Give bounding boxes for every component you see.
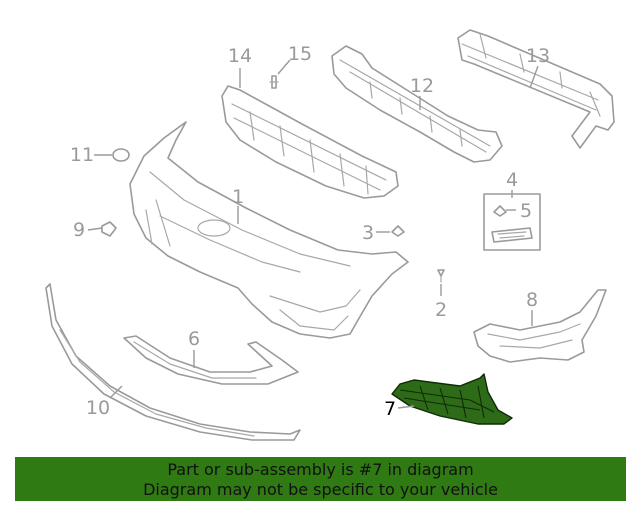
- callout-13: 13: [526, 45, 550, 67]
- part-7-lower-grille-highlighted[interactable]: [391, 373, 513, 425]
- part-6-garnish[interactable]: [123, 335, 299, 385]
- part-3-clip[interactable]: [391, 225, 405, 237]
- info-banner: Part or sub-assembly is #7 in diagram Di…: [15, 457, 626, 501]
- part-4-kit-box[interactable]: [483, 193, 541, 251]
- banner-line-1: Part or sub-assembly is #7 in diagram: [167, 460, 474, 479]
- leader-13: [529, 65, 539, 89]
- callout-15: 15: [288, 43, 312, 65]
- part-14-radiator-grille[interactable]: [221, 85, 399, 199]
- callout-9: 9: [73, 219, 85, 241]
- part-9-sensor[interactable]: [101, 221, 117, 237]
- part-2-screw[interactable]: [437, 269, 445, 283]
- part-15-clip[interactable]: [269, 75, 279, 89]
- banner-line-2: Diagram may not be specific to your vehi…: [143, 480, 498, 499]
- callout-3: 3: [362, 222, 374, 244]
- callout-11: 11: [70, 144, 94, 166]
- leader-7: [397, 405, 415, 409]
- part-8-side-cover[interactable]: [473, 289, 607, 363]
- callout-1: 1: [232, 186, 244, 208]
- part-10-lower-lip[interactable]: [45, 283, 301, 441]
- callout-labels: 1 2 3 4 5 6 7 8 9 10 11 12 13 14 15: [70, 43, 550, 420]
- leader-15: [277, 59, 291, 75]
- parts-diagram: 1 2 3 4 5 6 7 8 9 10 11 12 13 14 15: [45, 29, 615, 441]
- part-12-energy-absorber[interactable]: [331, 45, 503, 163]
- callout-14: 14: [228, 45, 252, 67]
- callout-10: 10: [86, 397, 110, 419]
- callout-4: 4: [506, 169, 518, 191]
- part-11-cap[interactable]: [112, 148, 130, 162]
- callout-5: 5: [520, 200, 532, 222]
- callout-8: 8: [526, 289, 538, 311]
- part-1-bumper-cover[interactable]: [129, 121, 409, 339]
- callout-12: 12: [410, 75, 434, 97]
- callout-7: 7: [384, 398, 396, 420]
- leader-lines: [87, 59, 539, 409]
- part-5-clip[interactable]: [493, 205, 507, 217]
- callout-2: 2: [435, 299, 447, 321]
- leader-9: [87, 227, 103, 231]
- leader-10: [109, 385, 123, 399]
- callout-6: 6: [188, 328, 200, 350]
